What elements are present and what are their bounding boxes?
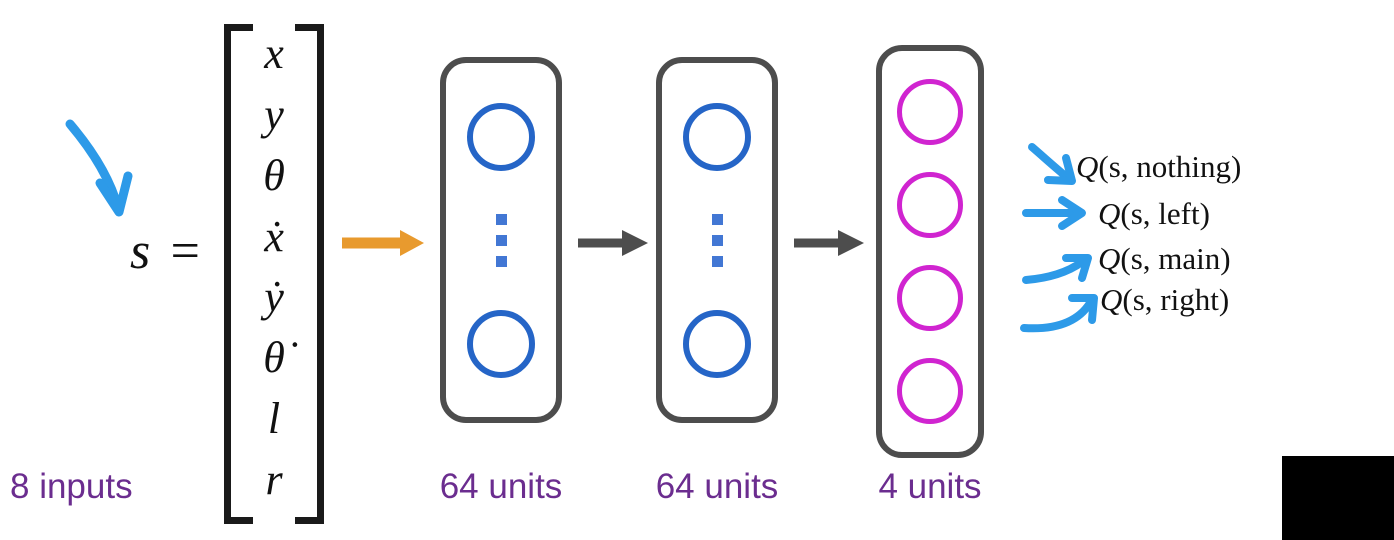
hidden-layer-1-units-label: 64 units (439, 467, 563, 506)
state-element-l: l (267, 393, 281, 443)
output-node-nothing (897, 78, 963, 145)
state-vector: x y θ ẋ ẏ θ̇ l r (224, 24, 324, 524)
state-annotation-arrow-icon (65, 119, 133, 217)
output-layer-box (876, 45, 984, 458)
black-overlay-rect (1282, 456, 1394, 540)
output-arrow-main-icon (1022, 254, 1092, 284)
q-args-left: (s, left) (1120, 196, 1210, 231)
hidden-layer-2-node-bottom (683, 309, 751, 378)
q-args-nothing: (s, nothing) (1098, 149, 1242, 184)
output-node-right (897, 358, 963, 425)
state-equation-label: s = (130, 223, 205, 280)
bracket-left-icon (224, 24, 253, 524)
state-element-y: y (264, 90, 284, 140)
state-element-r: r (265, 454, 283, 504)
input-count-label: 8 inputs (10, 467, 133, 506)
q-symbol-nothing: Q (1076, 149, 1099, 184)
hidden-layer-1-ellipsis-icon (495, 213, 507, 267)
q-label-left: Q(s, left) (1098, 196, 1210, 232)
q-args-main: (s, main) (1120, 241, 1231, 276)
hidden-layer-2-node-top (683, 102, 751, 171)
hidden-layer-1-node-top (467, 102, 535, 171)
output-arrow-right-icon (1020, 294, 1098, 333)
output-arrow-nothing-icon (1028, 143, 1076, 185)
bracket-right-icon (295, 24, 324, 524)
layer-arrow-1-icon (578, 230, 648, 256)
state-element-ydot: ẏ (264, 272, 284, 322)
hidden-layer-2-ellipsis-icon (711, 213, 723, 267)
layer-arrow-2-icon (794, 230, 864, 256)
input-arrow-icon (342, 230, 424, 256)
hidden-layer-2-box (656, 57, 778, 423)
q-label-nothing: Q(s, nothing) (1076, 149, 1241, 185)
hidden-layer-1-node-bottom (467, 309, 535, 378)
hidden-layer-1-box (440, 57, 562, 423)
state-element-xdot: ẋ (264, 211, 284, 261)
q-symbol-left: Q (1098, 196, 1121, 231)
q-symbol-main: Q (1098, 241, 1121, 276)
q-label-main: Q(s, main) (1098, 241, 1231, 277)
hidden-layer-2-units-label: 64 units (655, 467, 779, 506)
state-element-thetadot: θ̇ (263, 333, 285, 383)
q-label-right: Q(s, right) (1100, 282, 1229, 318)
state-element-theta: θ (263, 150, 285, 200)
q-args-right: (s, right) (1122, 282, 1230, 317)
output-arrow-left-icon (1022, 196, 1086, 230)
state-element-x: x (264, 29, 284, 79)
q-symbol-right: Q (1100, 282, 1123, 317)
output-node-main (897, 265, 963, 332)
output-node-left (897, 171, 963, 238)
output-layer-units-label: 4 units (878, 467, 982, 506)
